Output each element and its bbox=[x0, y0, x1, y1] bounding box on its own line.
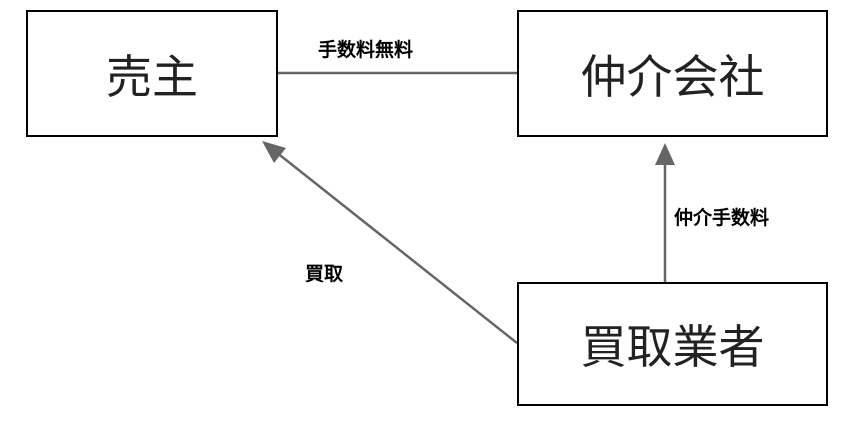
arrow-buyer-to-seller bbox=[275, 151, 518, 344]
node-seller-label: 売主 bbox=[106, 49, 198, 104]
arrowhead-agency bbox=[655, 143, 675, 165]
edge-label-purchase: 買取 bbox=[305, 263, 344, 285]
arrowhead-seller bbox=[262, 141, 286, 163]
node-buyer: 買取業者 bbox=[517, 282, 828, 406]
node-agency-label: 仲介会社 bbox=[580, 49, 765, 104]
node-buyer-label: 買取業者 bbox=[580, 320, 765, 374]
node-seller: 売主 bbox=[26, 10, 278, 137]
edge-label-agent-fee: 仲介手数料 bbox=[674, 207, 770, 229]
edge-label-fee-free: 手数料無料 bbox=[318, 39, 414, 61]
node-agency: 仲介会社 bbox=[517, 10, 828, 137]
